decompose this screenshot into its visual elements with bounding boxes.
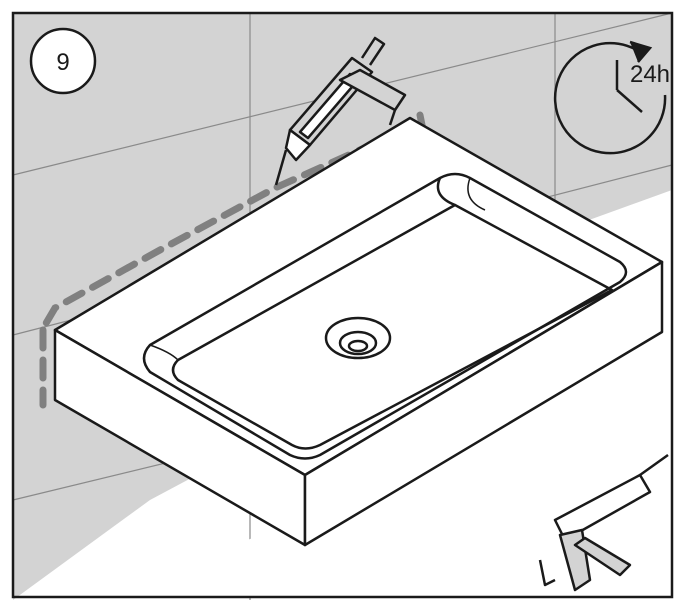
- step-badge: 9: [29, 27, 97, 95]
- floor-surface: [150, 190, 672, 597]
- washbasin: [53, 116, 664, 547]
- step-badge-icon: [29, 27, 97, 95]
- drain-icon: [324, 316, 392, 360]
- caulk-gun-icon: [538, 453, 669, 592]
- caulk-gun-icon: [274, 36, 407, 186]
- basin-bowl-rim: [142, 172, 628, 460]
- cure-time-indicator: 24h: [553, 40, 670, 155]
- clock-icon: [553, 40, 667, 155]
- step-number: 9: [56, 49, 69, 76]
- basin-bowl-floor: [171, 203, 614, 450]
- cure-time-label: 24h: [630, 61, 670, 88]
- illustration-frame: [11, 11, 674, 599]
- basin-side-face: [303, 260, 664, 547]
